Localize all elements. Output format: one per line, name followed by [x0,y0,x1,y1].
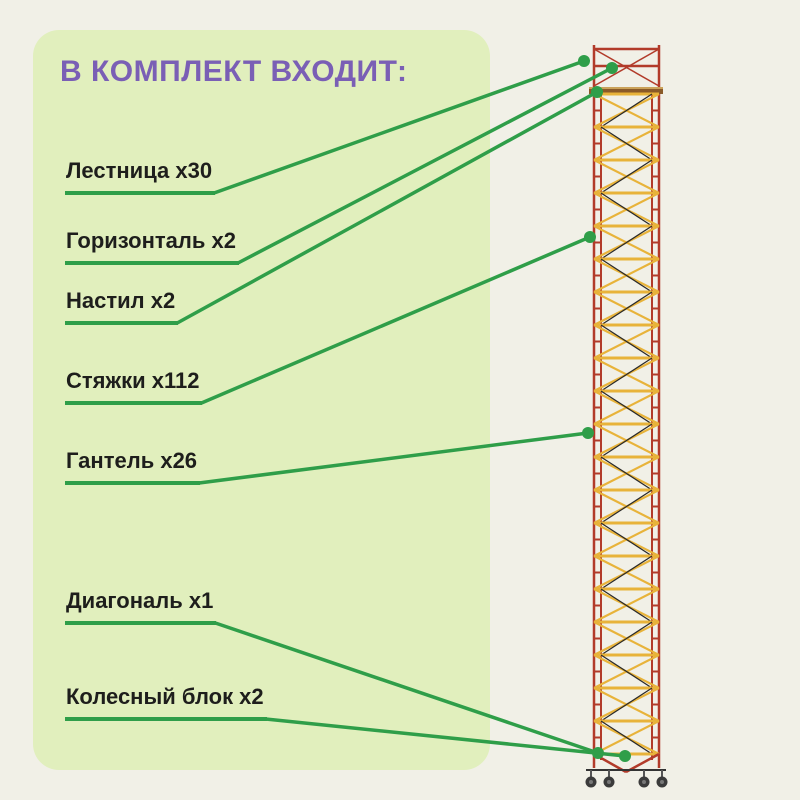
kit-item-label: Лестница x30 [65,158,216,195]
kit-item-label: Гантель x26 [65,448,201,485]
kit-item-horizontal: Горизонталь x2 [65,228,239,265]
kit-item-label: Диагональ x1 [65,588,217,625]
kit-item-ties: Стяжки x112 [65,368,203,405]
kit-panel: В КОМПЛЕКТ ВХОДИТ: Лестница x30 Горизонт… [33,30,490,770]
kit-item-dumbbell: Гантель x26 [65,448,201,485]
kit-item-label: Стяжки x112 [65,368,203,405]
kit-item-deck: Настил x2 [65,288,179,325]
scaffold-tower-illustration [585,45,668,788]
page-title: В КОМПЛЕКТ ВХОДИТ: [60,55,408,88]
kit-item-diagonal: Диагональ x1 [65,588,217,625]
kit-item-wheel-block: Колесный блок x2 [65,684,267,721]
kit-item-label: Колесный блок x2 [65,684,267,721]
kit-item-ladder: Лестница x30 [65,158,216,195]
kit-item-label: Настил x2 [65,288,179,325]
kit-item-label: Горизонталь x2 [65,228,239,265]
